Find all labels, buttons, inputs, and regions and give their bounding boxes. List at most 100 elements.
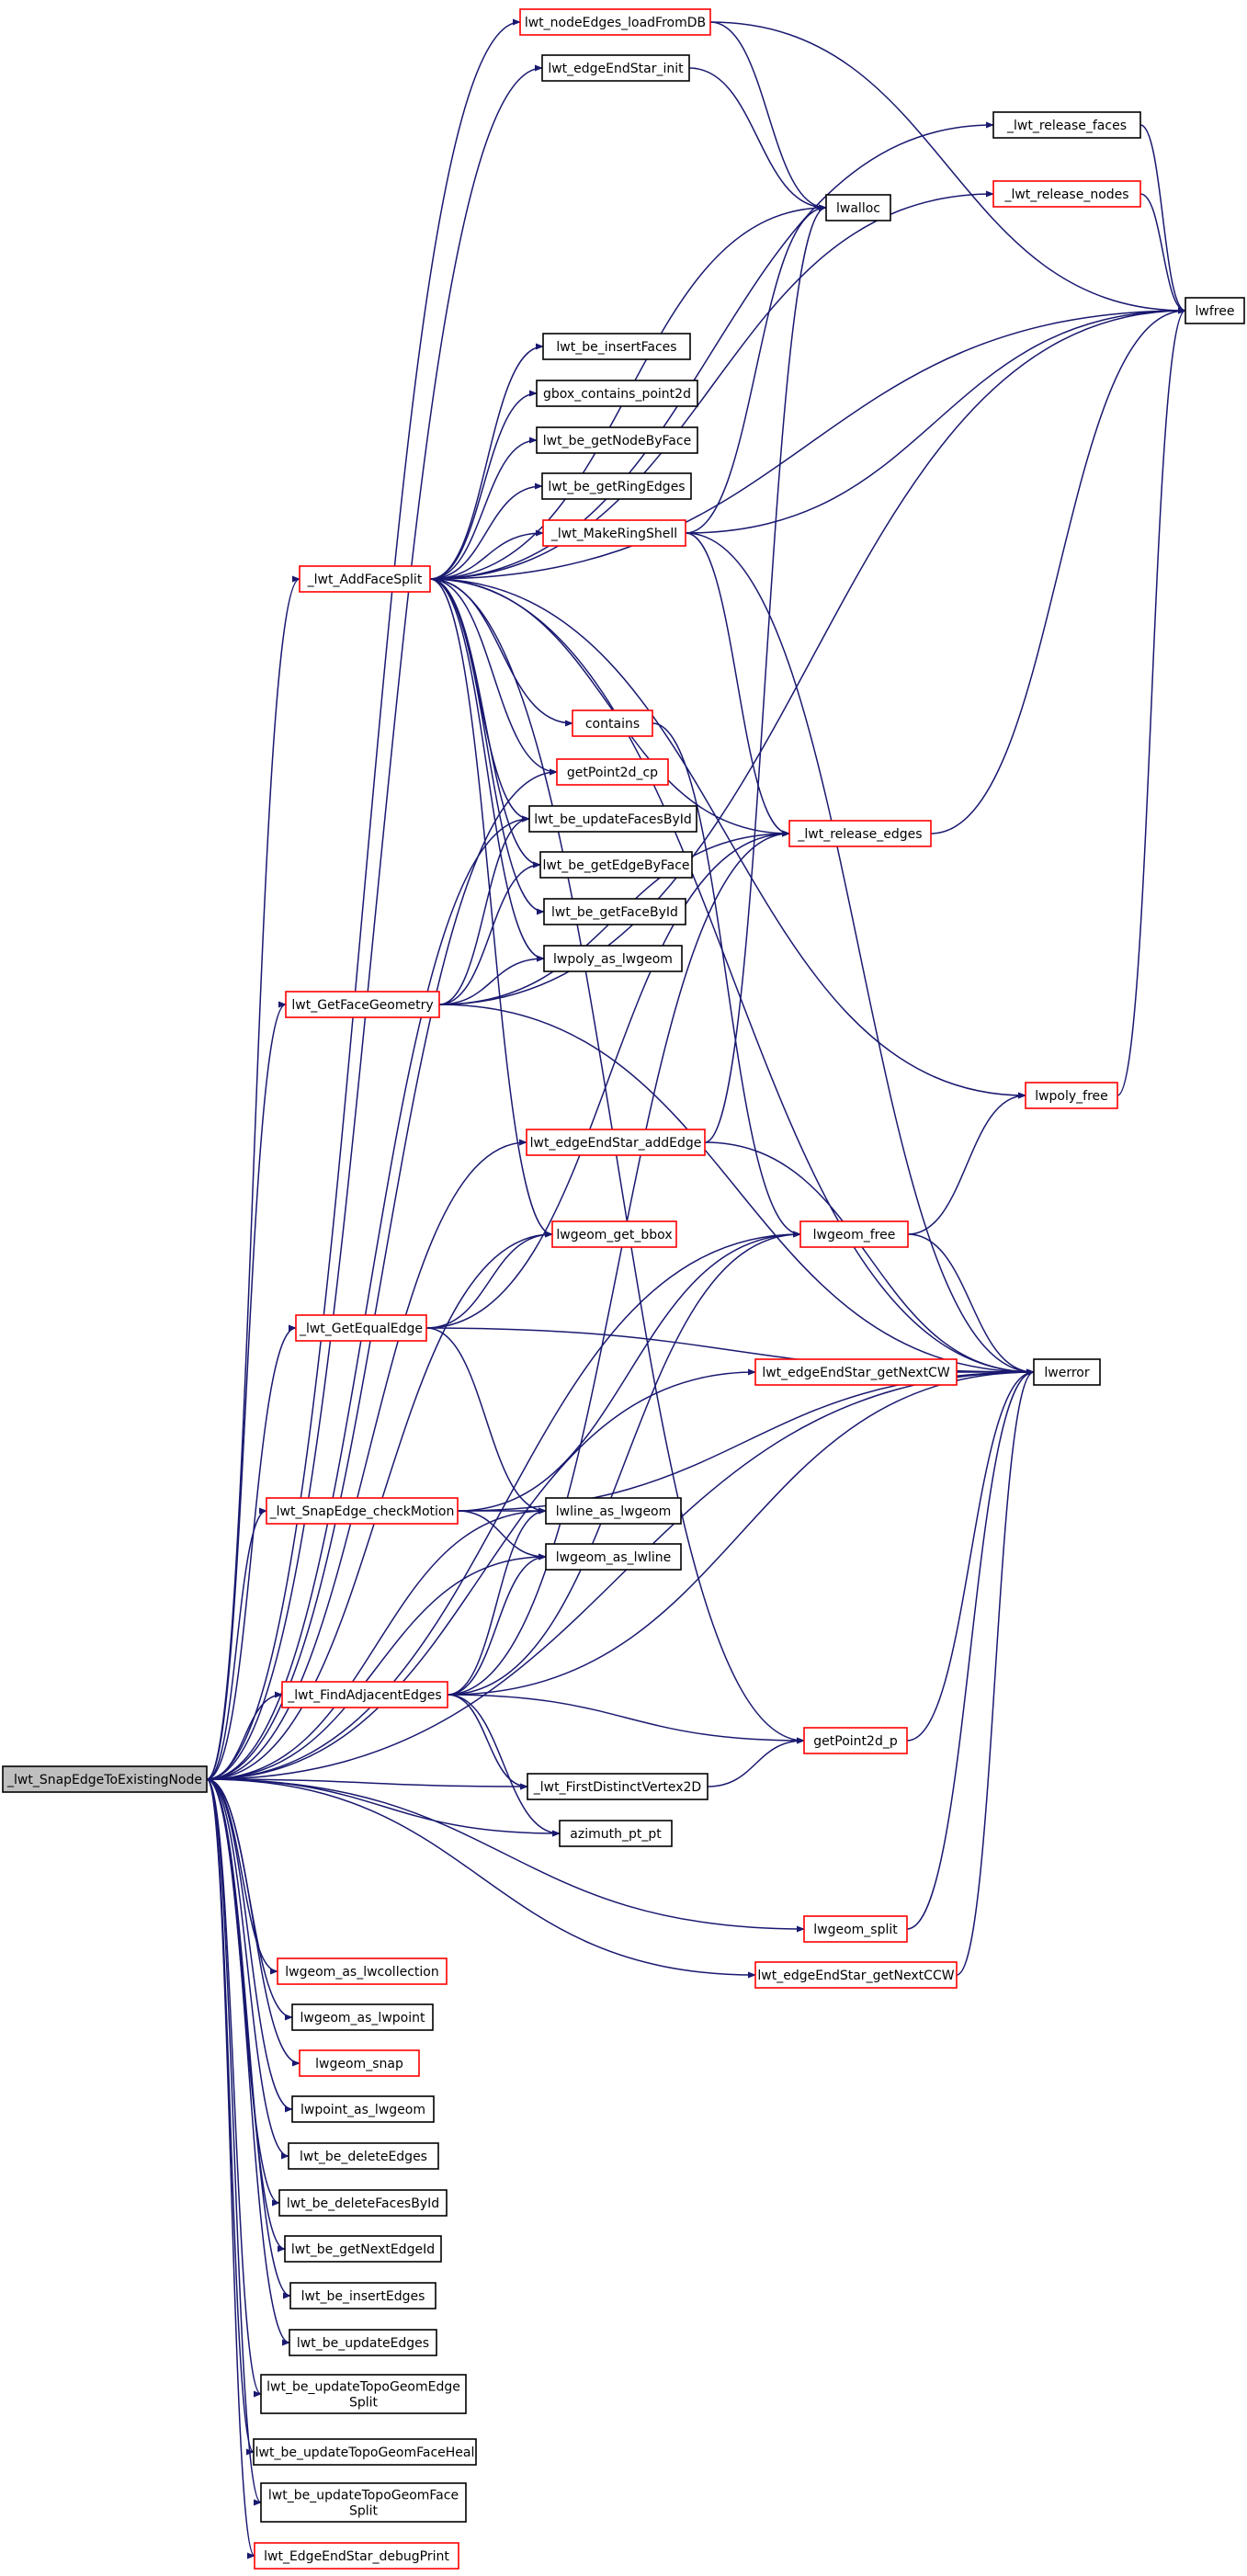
- node-updateEdges[interactable]: lwt_be_updateEdges: [289, 2329, 437, 2356]
- node-label: lwt_edgeEndStar_getNextCCW: [757, 1969, 954, 1983]
- node-label: lwline_as_lwgeom: [556, 1504, 672, 1519]
- node-findAdjacentEdges[interactable]: _lwt_FindAdjacentEdges: [281, 1681, 448, 1708]
- node-label: lwt_edgeEndStar_getNextCW: [762, 1366, 950, 1380]
- node-label: _lwt_release_nodes: [1003, 187, 1128, 202]
- node-box: [541, 472, 692, 500]
- node-firstDistinctVertex[interactable]: _lwt_FirstDistinctVertex2D: [527, 1773, 709, 1800]
- node-releaseNodes[interactable]: _lwt_release_nodes: [992, 180, 1141, 208]
- node-gboxContains[interactable]: gbox_contains_point2d: [536, 380, 698, 407]
- node-insertEdges[interactable]: lwt_be_insertEdges: [289, 2282, 436, 2309]
- node-box: [545, 1543, 682, 1571]
- node-lwpolyAsLwgeom[interactable]: lwpoly_as_lwgeom: [543, 945, 683, 972]
- node-deleteEdges[interactable]: lwt_be_deleteEdges: [288, 2142, 439, 2170]
- node-getPoint2dCp[interactable]: getPoint2d_cp: [556, 758, 669, 786]
- node-lwalloc[interactable]: lwalloc: [825, 194, 891, 221]
- node-edgeEndStarNextCCW[interactable]: lwt_edgeEndStar_getNextCCW: [754, 1961, 958, 1989]
- node-updateFacesById[interactable]: lwt_be_updateFacesById: [528, 805, 697, 833]
- node-insertFaces[interactable]: lwt_be_insertFaces: [542, 333, 691, 360]
- edge-root-to-lwgeomAsLwline: [206, 1553, 547, 1780]
- node-releaseEdges[interactable]: _lwt_release_edges: [788, 820, 932, 847]
- edge-getFaceGeometry-to-updateFacesById: [438, 815, 530, 1005]
- node-lwgeomGetBbox[interactable]: lwgeom_get_bbox: [551, 1220, 677, 1248]
- node-box: [260, 2374, 467, 2414]
- node-edgeEndStarNextCW[interactable]: lwt_edgeEndStar_getNextCW: [754, 1358, 958, 1386]
- node-releaseFaces[interactable]: _lwt_release_faces: [992, 111, 1141, 139]
- node-edgeEndStarInit[interactable]: lwt_edgeEndStar_init: [541, 54, 690, 82]
- node-edgeEndStarDebugPrint[interactable]: lwt_EdgeEndStar_debugPrint: [254, 2542, 459, 2570]
- node-box: [543, 898, 686, 925]
- node-box: [542, 333, 691, 360]
- node-label: lwt_EdgeEndStar_debugPrint: [264, 2549, 449, 2564]
- call-edges: [206, 18, 1186, 2559]
- edge-addFaceSplit-to-getPoint2dCp: [429, 578, 558, 776]
- node-box: [542, 519, 686, 547]
- node-box: [803, 1727, 908, 1754]
- node-label: gbox_contains_point2d: [543, 387, 691, 402]
- node-lwgeomAsLwpoint[interactable]: lwgeom_as_lwpoint: [291, 2003, 434, 2031]
- node-getPoint2dP[interactable]: getPoint2d_p: [803, 1727, 908, 1754]
- node-lwgeomSplit[interactable]: lwgeom_split: [803, 1915, 908, 1943]
- node-box: [1025, 1082, 1118, 1109]
- node-lwerror[interactable]: lwerror: [1033, 1358, 1101, 1386]
- node-lwlineAsLwgeom[interactable]: lwline_as_lwgeom: [545, 1497, 682, 1525]
- node-root[interactable]: _lwt_SnapEdgeToExistingNode: [2, 1765, 208, 1793]
- node-label: lwgeom_free: [813, 1228, 896, 1243]
- node-nodeEdgesLoad[interactable]: lwt_nodeEdges_loadFromDB: [519, 8, 711, 36]
- node-box: [539, 851, 693, 879]
- node-lwgeomAsLwcollection[interactable]: lwgeom_as_lwcollection: [277, 1958, 448, 1985]
- edge-getEqualEdge-to-releaseEdges: [425, 830, 790, 1329]
- node-box: [278, 2189, 448, 2217]
- node-box: [299, 565, 431, 593]
- node-getEqualEdge[interactable]: _lwt_GetEqualEdge: [295, 1314, 427, 1342]
- node-box: [295, 1314, 427, 1342]
- node-contains[interactable]: contains: [572, 709, 653, 737]
- edge-lwgeomSplit-to-lwerror: [906, 1368, 1035, 1930]
- node-getFaceById[interactable]: lwt_be_getFaceById: [543, 898, 686, 925]
- edge-edgeEndStarAddEdge-to-lwalloc: [704, 204, 827, 1143]
- edge-addFaceSplit-to-getNodeByFace: [429, 437, 538, 580]
- edge-root-to-lwgeomSplit: [206, 1778, 805, 1933]
- edge-contains-to-lwgeomFree: [652, 722, 801, 1238]
- edge-findAdjacentEdges-to-getPoint2dP: [447, 1694, 805, 1744]
- node-box: [299, 2049, 420, 2077]
- node-label: _lwt_MakeRingShell: [550, 527, 677, 541]
- node-lwgeomFree[interactable]: lwgeom_free: [799, 1220, 909, 1248]
- node-lwgeomAsLwline[interactable]: lwgeom_as_lwline: [545, 1543, 682, 1571]
- node-getRingEdges[interactable]: lwt_be_getRingEdges: [541, 472, 692, 500]
- node-getEdgeByFace[interactable]: lwt_be_getEdgeByFace: [539, 851, 693, 879]
- edge-root-to-snapEdgeCheckMotion: [206, 1507, 267, 1780]
- edge-findAdjacentEdges-to-lwerror: [447, 1368, 1035, 1696]
- node-makeRingShell[interactable]: _lwt_MakeRingShell: [542, 519, 686, 547]
- node-label: _lwt_FirstDistinctVertex2D: [533, 1780, 701, 1795]
- node-lwfree[interactable]: lwfree: [1185, 297, 1245, 324]
- node-azimuthPtPt[interactable]: azimuth_pt_pt: [559, 1820, 673, 1847]
- node-getNextEdgeId[interactable]: lwt_be_getNextEdgeId: [284, 2235, 442, 2263]
- edge-root-to-edgeEndStarNextCCW: [206, 1778, 756, 1979]
- node-label: Split: [349, 2504, 379, 2519]
- edge-addFaceSplit-to-releaseFaces: [429, 121, 994, 580]
- node-getFaceGeometry[interactable]: lwt_GetFaceGeometry: [285, 991, 440, 1018]
- node-getNodeByFace[interactable]: lwt_be_getNodeByFace: [536, 426, 698, 454]
- edge-root-to-updateEdges: [206, 1778, 290, 2346]
- node-box: [788, 820, 932, 847]
- node-lwgeomSnap[interactable]: lwgeom_snap: [299, 2049, 420, 2077]
- node-label: getPoint2d_p: [813, 1734, 898, 1749]
- node-box: [572, 709, 653, 737]
- node-addFaceSplit[interactable]: _lwt_AddFaceSplit: [299, 565, 431, 593]
- edge-addFaceSplit-to-lwpolyFree: [429, 578, 1026, 1099]
- node-box: [543, 945, 683, 972]
- edge-root-to-lwgeomAsLwcollection: [206, 1778, 278, 1975]
- node-lwpolyFree[interactable]: lwpoly_free: [1025, 1082, 1118, 1109]
- node-updateTopoGeomFaceHeal[interactable]: lwt_be_updateTopoGeomFaceHeal: [253, 2438, 477, 2466]
- node-lwpointAsLwgeom[interactable]: lwpoint_as_lwgeom: [291, 2095, 435, 2123]
- edge-getFaceGeometry-to-lwerror: [438, 1004, 1035, 1376]
- edge-getEqualEdge-to-lwgeomGetBbox: [425, 1231, 553, 1329]
- node-edgeEndStarAddEdge[interactable]: lwt_edgeEndStar_addEdge: [526, 1129, 706, 1156]
- node-deleteFacesById[interactable]: lwt_be_deleteFacesById: [278, 2189, 448, 2217]
- node-label: lwt_be_updateFacesById: [534, 812, 692, 827]
- edge-root-to-azimuthPtPt: [206, 1778, 561, 1837]
- node-snapEdgeCheckMotion[interactable]: _lwt_SnapEdge_checkMotion: [266, 1497, 459, 1525]
